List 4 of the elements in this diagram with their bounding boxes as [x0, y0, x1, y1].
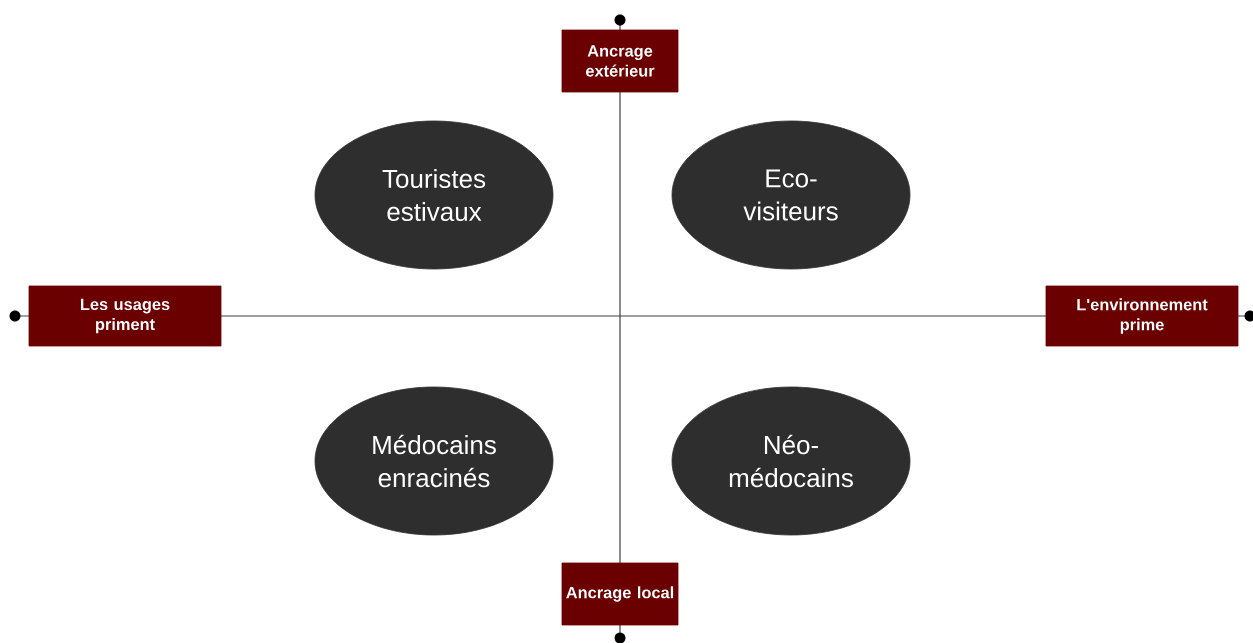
axis-label-box: L'environnement prime: [1045, 285, 1239, 347]
axis-label-box: Ancrage extérieur: [561, 29, 679, 93]
axis-label-box: Ancrage local: [561, 562, 679, 626]
axis-label-box: Les usages priment: [28, 285, 222, 347]
